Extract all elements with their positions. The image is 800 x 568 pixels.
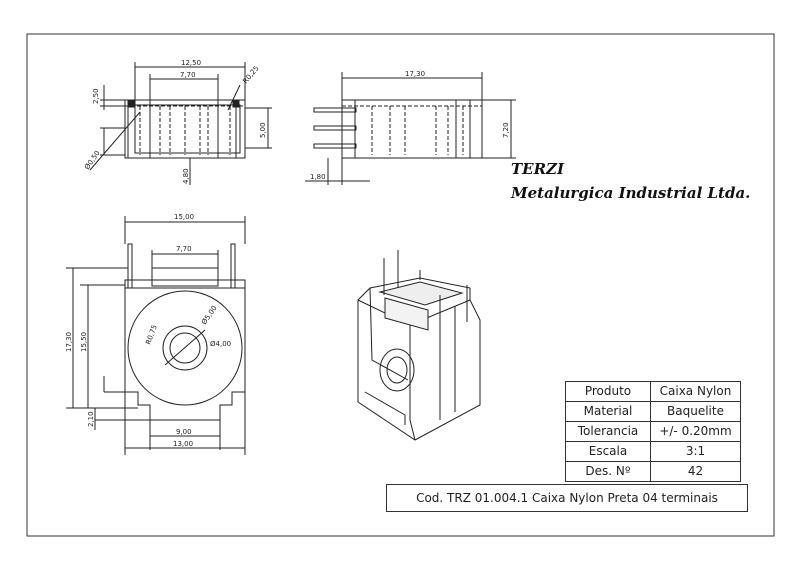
title-block-label: Des. Nº [565, 461, 651, 482]
dim-front-radius: R0,75 [144, 324, 159, 346]
title-block-row: Material Baquelite [565, 401, 741, 422]
title-block-value: 42 [650, 461, 741, 482]
top-view [89, 62, 272, 185]
dim-side-length: 17,30 [405, 70, 425, 78]
company-name: TERZI [511, 160, 565, 178]
dim-side-pin: 1,80 [310, 173, 326, 181]
sheet-border [26, 33, 775, 537]
dim-side-height: 7,20 [502, 122, 510, 138]
title-block-value: Baquelite [650, 401, 741, 422]
title-block-label: Material [565, 401, 651, 422]
title-block-row: Tolerancia +/- 0.20mm [565, 421, 741, 442]
title-block-row: Escala 3:1 [565, 441, 741, 462]
side-view [305, 72, 516, 185]
title-block-row: Des. Nº 42 [565, 461, 741, 482]
dim-top-width-inner: 7,70 [180, 71, 196, 79]
isometric-view [357, 250, 481, 441]
dim-front-base-step: 2,10 [87, 411, 95, 427]
title-block-row: Produto Caixa Nylon [565, 381, 741, 402]
company-subtitle: Metalurgica Industrial Ltda. [511, 184, 751, 202]
dim-top-width-outer: 12,50 [181, 59, 201, 67]
dim-front-width-bottom-inner: 9,00 [176, 428, 192, 436]
dim-front-height-total: 17,30 [65, 332, 73, 352]
title-block: Produto Caixa Nylon Material Baquelite T… [565, 381, 741, 482]
title-block-label: Produto [565, 381, 651, 402]
dim-top-radius: R0,25 [241, 64, 260, 85]
dim-top-depth: 4,80 [182, 168, 190, 184]
product-code: Cod. TRZ 01.004.1 Caixa Nylon Preta 04 t… [386, 484, 748, 512]
dim-front-width-inner: 7,70 [176, 245, 192, 253]
dim-front-width-bottom: 13,00 [173, 440, 193, 448]
title-block-value: +/- 0.20mm [650, 421, 741, 442]
front-view [66, 216, 246, 455]
dim-top-height-top: 2,50 [92, 88, 100, 104]
dim-top-height-side: 5,00 [259, 122, 267, 138]
dim-front-width-top: 15,00 [174, 213, 194, 221]
dim-front-bore: Ø5,00 [200, 304, 219, 326]
title-block-label: Escala [565, 441, 651, 462]
dim-front-height-inner: 15,50 [80, 332, 88, 352]
title-block-value: 3:1 [650, 441, 741, 462]
title-block-label: Tolerancia [565, 421, 651, 442]
title-block-value: Caixa Nylon [650, 381, 741, 402]
dim-front-hole: Ø4,00 [210, 340, 231, 348]
